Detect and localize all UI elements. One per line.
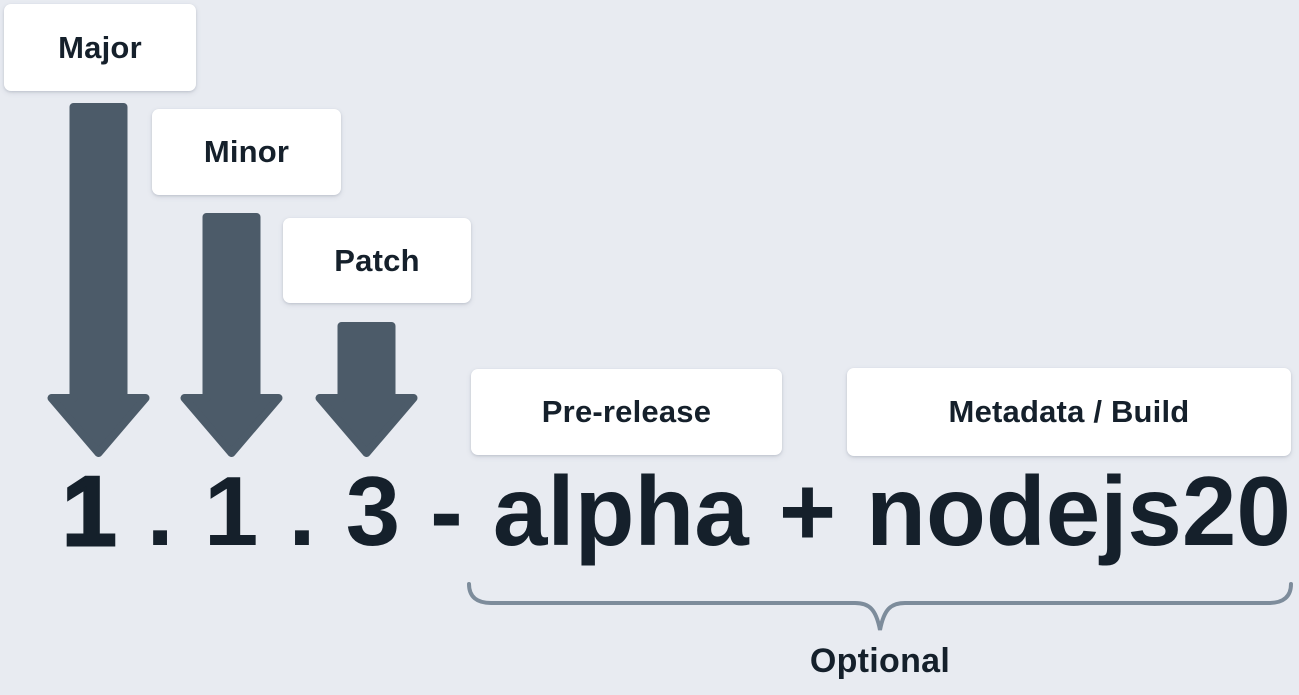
prerelease-label-card: Pre-release <box>471 369 782 455</box>
major-label-card: Major <box>4 4 196 91</box>
metadata-build-label-card: Metadata / Build <box>847 368 1291 456</box>
version-minor: 1 <box>203 456 259 566</box>
minor-label: Minor <box>203 134 290 169</box>
version-dot-separator: . <box>288 456 316 566</box>
major-down-arrow-icon <box>47 103 150 457</box>
version-prerelease: alpha <box>492 456 749 566</box>
version-major: 1 <box>61 456 118 566</box>
version-patch: 3 <box>345 456 401 566</box>
optional-brace <box>467 582 1293 631</box>
version-build: nodejs20 <box>866 456 1291 566</box>
version-plus-separator: + <box>778 456 837 566</box>
version-hyphen-separator: - <box>430 456 463 566</box>
minor-down-arrow-icon <box>180 213 283 457</box>
major-label: Major <box>58 29 142 65</box>
metadata-build-label: Metadata / Build <box>948 394 1190 429</box>
patch-down-arrow-icon <box>315 322 418 457</box>
prerelease-label: Pre-release <box>541 394 712 429</box>
version-string: 1 . 1 . 3 - alpha + nodejs20 <box>61 456 1291 566</box>
patch-label-card: Patch <box>283 218 471 303</box>
minor-label-card: Minor <box>152 109 341 195</box>
version-dot-separator: . <box>146 456 174 566</box>
optional-label: Optional <box>809 642 951 680</box>
patch-label: Patch <box>334 242 420 278</box>
